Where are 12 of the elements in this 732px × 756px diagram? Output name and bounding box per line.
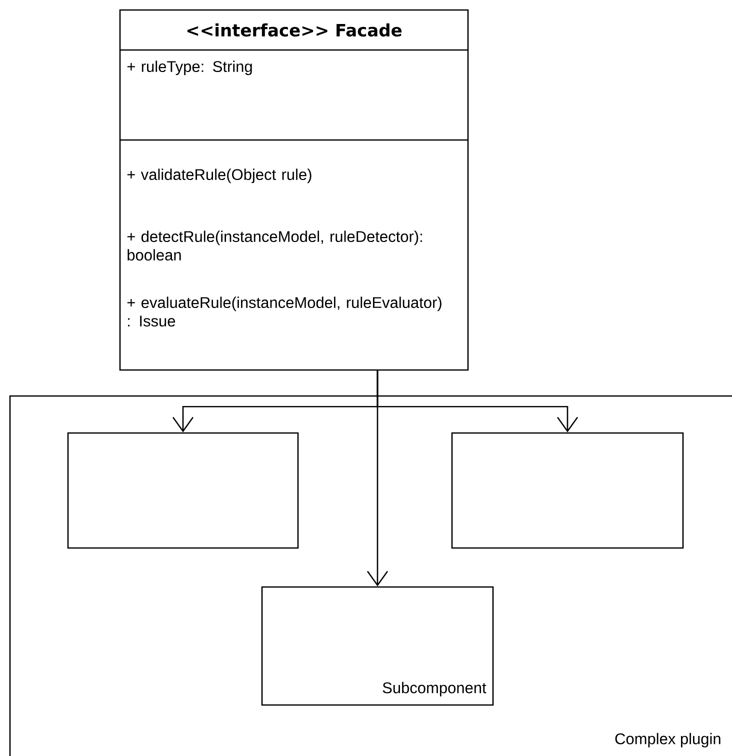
method-text: + validateRule(Object rule): [127, 168, 312, 184]
component-box: [261, 586, 494, 706]
method-text: + detectRule(instanceModel, ruleDetector): boolean: [127, 230, 422, 261]
component-label: Subcomponent: [382, 682, 486, 696]
arrow: [376, 370, 578, 432]
class-title: <<interface>> Facade: [187, 23, 402, 37]
method-text: + evaluateRule(instanceModel, ruleEvaluator) : Issue: [127, 296, 442, 327]
component-box: [67, 432, 299, 549]
attribute-text: + ruleType: String: [127, 60, 252, 76]
component-box: [451, 432, 684, 549]
interface-class-box: [119, 9, 469, 371]
container-label: Complex plugin: [615, 732, 720, 748]
